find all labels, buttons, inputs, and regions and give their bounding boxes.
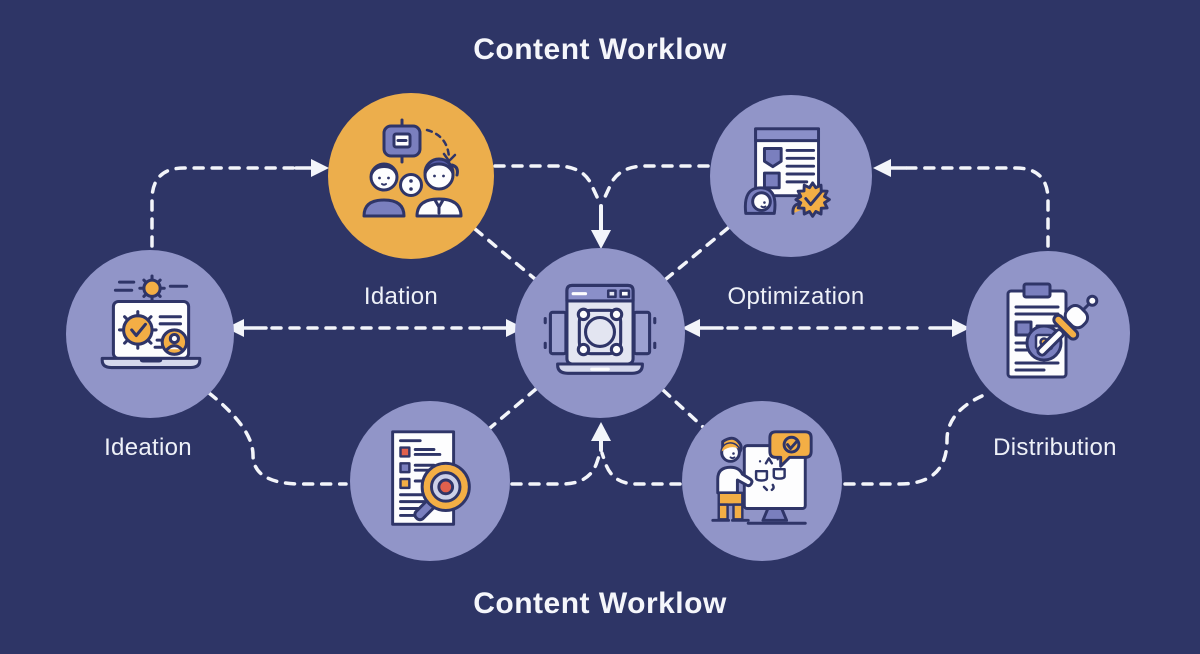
edge-distribution-to-optimization	[873, 159, 1050, 248]
edge-presentation-to-distribution	[843, 394, 984, 486]
label-idation: Idation	[363, 283, 439, 310]
content-hub-icon	[538, 271, 662, 395]
node-presentation	[682, 401, 842, 561]
edge-diagonal-hub-presentation	[661, 388, 705, 429]
checklist-magnifier-icon	[371, 422, 489, 540]
edge-hub-distribution-double	[682, 319, 970, 337]
edge-top-merge-into-hub	[493, 164, 710, 249]
node-optimization	[710, 95, 872, 257]
edge-diagonal-hub-review	[488, 387, 538, 430]
node-distribution	[966, 251, 1130, 415]
node-review	[350, 401, 510, 561]
diagram-title-bottom: Content Worklow	[473, 587, 727, 620]
clipboard-stamp-icon	[988, 273, 1108, 393]
edge-ideation-hub-double	[226, 319, 524, 337]
label-optimization: Optimization	[727, 283, 865, 310]
team-discussion-icon	[351, 116, 471, 236]
edge-diagonal-idation-hub	[473, 227, 537, 281]
label-distribution: Distribution	[993, 434, 1117, 461]
edge-ideation-to-idation	[150, 159, 329, 248]
edge-diagonal-optimization-hub	[664, 226, 730, 281]
presenter-whiteboard-icon	[703, 422, 821, 540]
node-ideation	[66, 250, 234, 418]
node-content-hub	[515, 248, 685, 418]
laptop-gear-icon	[89, 273, 211, 395]
diagram-title-top: Content Worklow	[473, 33, 727, 66]
node-idation	[328, 93, 494, 259]
edge-ideation-to-review	[207, 391, 348, 486]
label-ideation: Ideation	[104, 434, 192, 461]
edge-bottom-merge-into-hub	[510, 422, 682, 486]
webpage-approval-icon	[732, 117, 850, 235]
